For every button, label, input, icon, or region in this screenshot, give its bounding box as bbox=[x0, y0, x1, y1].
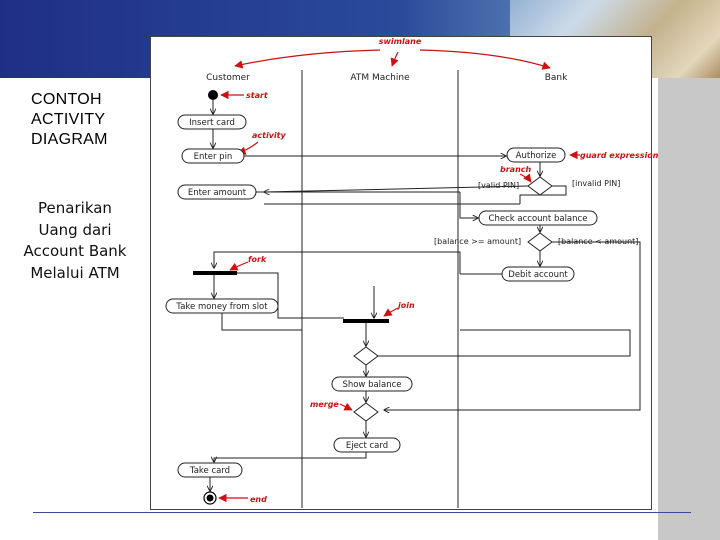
merge-diamond bbox=[353, 402, 379, 422]
flow bbox=[214, 452, 367, 462]
branch-diamond bbox=[527, 232, 553, 252]
annotation-arrow bbox=[419, 49, 551, 70]
flow bbox=[519, 185, 567, 204]
flow bbox=[264, 185, 529, 192]
annotation-arrow bbox=[229, 261, 249, 271]
flow bbox=[221, 313, 302, 331]
join-bar bbox=[343, 319, 389, 323]
activity-label: Take money from slot bbox=[175, 302, 268, 312]
activity-label: Enter pin bbox=[194, 152, 233, 162]
activity-label: Insert card bbox=[189, 118, 235, 128]
branch-diamond bbox=[527, 176, 553, 196]
annotation-arrow bbox=[339, 402, 353, 411]
annotation-swimlane: swimlane bbox=[379, 37, 422, 46]
annotation-arrow bbox=[390, 51, 399, 67]
slide-title: CONTOH ACTIVITY DIAGRAM bbox=[31, 91, 108, 148]
annotation-activity: activity bbox=[252, 131, 286, 140]
annotation-arrow bbox=[234, 49, 381, 69]
flow bbox=[378, 329, 631, 357]
annotation-start: start bbox=[246, 91, 269, 100]
activity-authorize bbox=[506, 147, 566, 163]
annotation-fork: fork bbox=[248, 255, 267, 264]
activity-label: Enter amount bbox=[188, 188, 247, 198]
slide-subtitle: Penarikan Uang dari Account Bank Melalui… bbox=[23, 199, 127, 282]
flow bbox=[384, 241, 641, 410]
annotation-join: join bbox=[396, 301, 415, 310]
activity-label: Debit account bbox=[508, 270, 568, 280]
annotation-guard-expression: guard expression bbox=[580, 151, 659, 160]
flow bbox=[214, 251, 461, 274]
right-sidebar bbox=[658, 78, 720, 540]
annotation-end: end bbox=[250, 495, 267, 504]
annotation-arrow bbox=[383, 307, 399, 317]
guard-invalid-pin: [invalid PIN] bbox=[572, 179, 620, 188]
footer-rule bbox=[33, 512, 691, 513]
annotation-merge: merge bbox=[310, 400, 339, 409]
annotation-branch: branch bbox=[500, 165, 532, 174]
end-node-core bbox=[206, 494, 214, 502]
activity-check-balance bbox=[478, 210, 598, 226]
activity-show-balance bbox=[331, 376, 413, 392]
annotation-arrow bbox=[519, 173, 532, 183]
lane-customer: Customer bbox=[206, 73, 250, 83]
activity-label: Show balance bbox=[342, 380, 401, 390]
guard-balance-ok: [balance >= amount] bbox=[434, 237, 521, 246]
guard-valid-pin: [valid PIN] bbox=[478, 181, 519, 190]
activity-eject-card bbox=[333, 437, 401, 453]
flow bbox=[237, 272, 344, 319]
activity-insert-card bbox=[177, 114, 247, 130]
left-panel bbox=[0, 78, 150, 540]
activity-label: Check account balance bbox=[489, 214, 588, 224]
activity-label: Eject card bbox=[346, 441, 388, 451]
start-node bbox=[208, 90, 218, 100]
activity-label: Authorize bbox=[516, 151, 557, 161]
branch-diamond bbox=[353, 346, 379, 366]
activity-label: Take card bbox=[189, 466, 230, 476]
fork-bar bbox=[193, 271, 237, 275]
lane-atm: ATM Machine bbox=[350, 73, 410, 83]
flow bbox=[459, 192, 478, 218]
lane-bank: Bank bbox=[545, 73, 568, 83]
